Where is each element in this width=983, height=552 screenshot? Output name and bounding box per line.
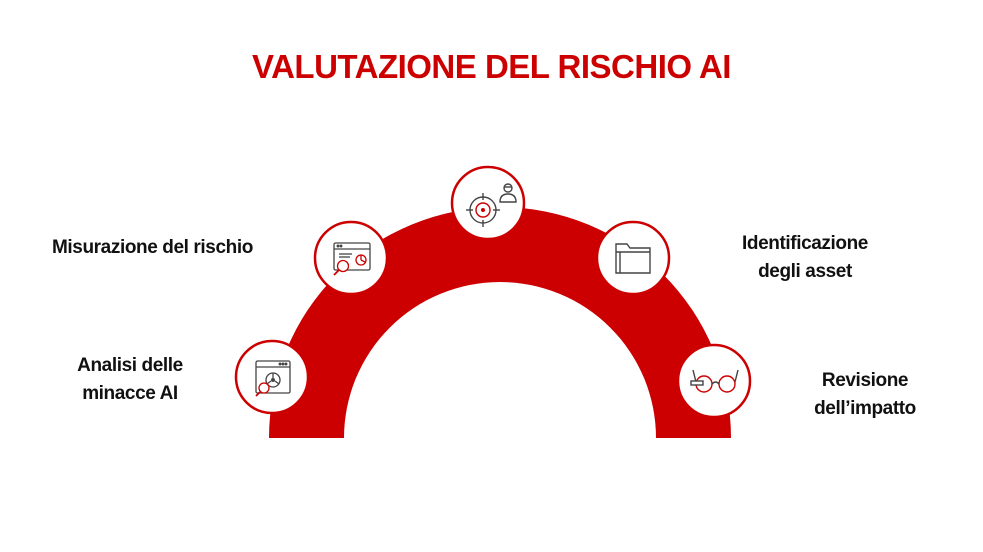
label-line: Analisi delle [77, 355, 183, 376]
label-line: dell’impatto [814, 398, 916, 419]
label-revisione: Revisione dell’impatto [780, 367, 950, 423]
glasses-icon [690, 369, 739, 393]
label-misurazione: Misurazione del rischio [52, 234, 312, 262]
label-analisi: Analisi delle minacce AI [40, 352, 220, 408]
label-line: Misurazione del rischio [52, 237, 253, 258]
folder-icon [615, 243, 651, 274]
target-crosshair-hacker-icon [466, 183, 517, 227]
node-identificazione [595, 220, 671, 296]
biohazard-browser-icon [255, 360, 291, 397]
page-title: VALUTAZIONE DEL RISCHIO AI [252, 48, 731, 85]
label-line: degli asset [758, 261, 852, 282]
node-revisione [676, 343, 752, 419]
node-misurazione [313, 220, 389, 296]
node-analisi [234, 339, 310, 415]
label-line: Identificazione [742, 233, 868, 254]
label-line: minacce AI [82, 383, 178, 404]
node-target [450, 165, 526, 241]
label-line: Revisione [821, 370, 909, 391]
label-identificazione: Identificazione degli asset [695, 230, 915, 286]
magnifier-browser-chart-icon [333, 242, 371, 276]
